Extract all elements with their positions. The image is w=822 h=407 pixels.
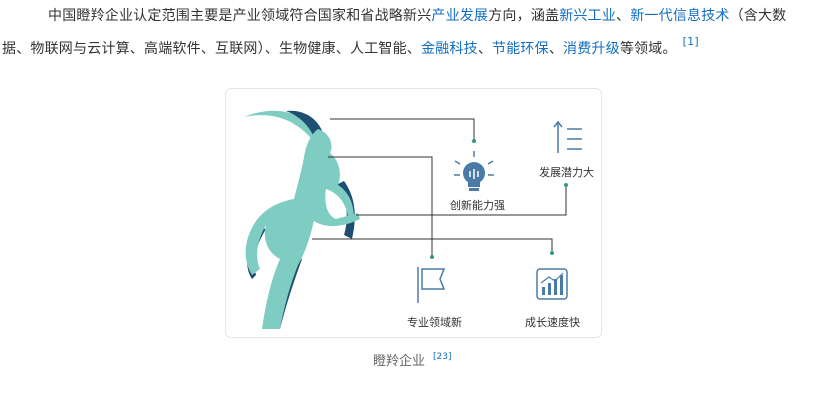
- label-potential: 发展潜力大: [539, 166, 594, 179]
- label-growth: 成长速度快: [525, 316, 580, 329]
- text-segment: 等领域。: [619, 41, 677, 57]
- connector-dot: [472, 139, 476, 143]
- lightbulb-icon: [454, 151, 494, 191]
- connector-potential: [356, 185, 567, 216]
- link-energy-saving[interactable]: 节能环保: [492, 41, 549, 57]
- connector-dot: [550, 251, 554, 255]
- gazelle-body: [245, 129, 360, 329]
- intro-paragraph: 中国瞪羚企业认定范围主要是产业领域符合国家和省战略新兴产业发展方向，涵盖新兴工业…: [2, 4, 814, 62]
- link-emerging-industry[interactable]: 新兴工业: [559, 8, 617, 24]
- figure-caption: 瞪羚企业 [23]: [373, 350, 452, 369]
- citation-link[interactable]: [1]: [682, 35, 699, 48]
- text-segment: 、: [616, 8, 631, 24]
- connector-innovation: [330, 118, 475, 141]
- link-fintech[interactable]: 金融科技: [421, 41, 478, 57]
- link-new-generation-it[interactable]: 新一代信息技术: [630, 8, 730, 24]
- connector-specialized: [328, 156, 433, 257]
- gazelle-illustration: [244, 110, 582, 329]
- label-innovation: 创新能力强: [450, 199, 505, 212]
- link-industry-development[interactable]: 产业发展: [431, 8, 489, 24]
- text-segment: 中国瞪羚企业认定范围主要是产业领域符合国家和省战略新兴: [48, 8, 432, 24]
- growth-arrow-icon: [553, 120, 582, 153]
- connector-growth: [312, 238, 553, 253]
- connector-dot: [564, 183, 568, 187]
- bar-chart-icon: [536, 268, 568, 300]
- text-segment: 、: [548, 41, 564, 57]
- connector-dot: [430, 255, 434, 259]
- label-specialized: 专业领域新: [407, 316, 462, 329]
- text-segment: 、: [477, 41, 493, 57]
- flag-icon: [417, 267, 446, 303]
- text-segment: 方向，涵盖: [488, 8, 560, 24]
- caption-citation-link[interactable]: [23]: [433, 352, 452, 362]
- caption-text: 瞪羚企业: [373, 354, 426, 369]
- text-segment: （含大数据、物联网与云计算、高端软件、互联网）、生物健康、人工智能、: [2, 8, 787, 57]
- gazelle-figure[interactable]: 创新能力强 发展潜力大 专业领域新 成长速度快: [225, 88, 602, 338]
- link-consumption-upgrade[interactable]: 消费升级: [563, 41, 620, 57]
- gazelle-leg-front-navy: [336, 181, 355, 239]
